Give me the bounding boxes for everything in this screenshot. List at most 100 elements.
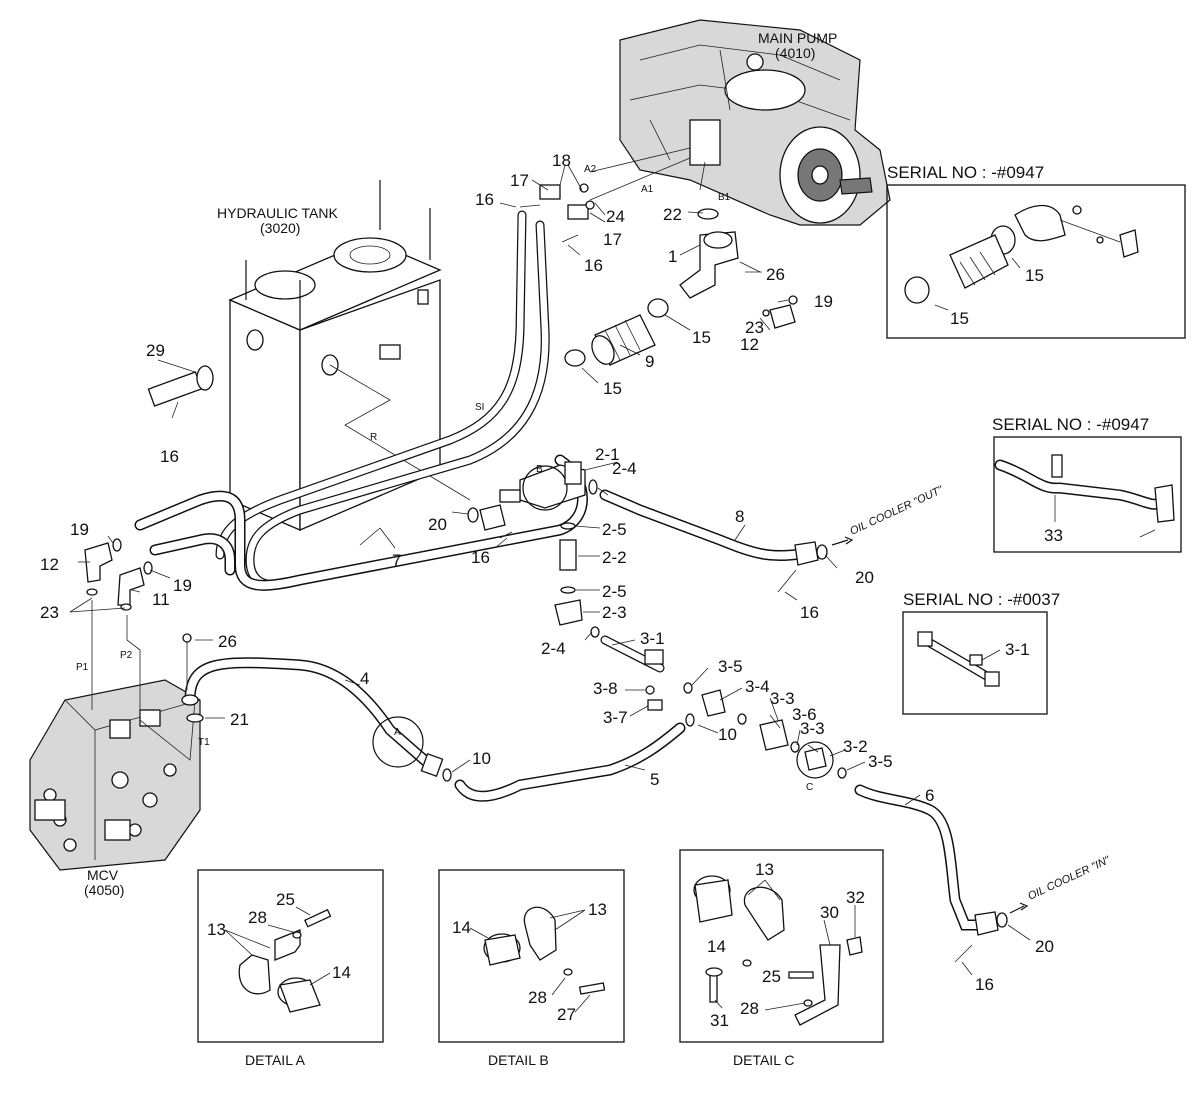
callout-19: 19 (173, 576, 192, 595)
detail-c-callout: 32 (846, 888, 865, 907)
main-pump-name: MAIN PUMP (758, 30, 837, 46)
fittings-11-12-19 (84, 538, 153, 611)
callout-23: 23 (745, 318, 764, 337)
main-pump (619, 19, 891, 226)
oil-cooler-in-label: OIL COOLER "IN" (1026, 854, 1113, 903)
callout-16: 16 (475, 190, 494, 209)
detail-b-callout: 13 (588, 900, 607, 919)
callout-2-5: 2-5 (602, 582, 627, 601)
detail-c-callout: 31 (710, 1011, 729, 1030)
callout-10: 10 (718, 725, 737, 744)
callout-16: 16 (160, 447, 179, 466)
callout-15: 15 (603, 379, 622, 398)
port-t1-label: T1 (198, 737, 210, 748)
detail-c-callout: 13 (755, 860, 774, 879)
serial-box-2-callout: 33 (1044, 526, 1063, 545)
callout-12: 12 (740, 335, 759, 354)
callout-22: 22 (663, 205, 682, 224)
detail-b-callout: 28 (528, 988, 547, 1007)
hose-8 (599, 489, 854, 593)
detail-c-box (679, 849, 884, 1043)
valve-2-1-assembly (467, 461, 600, 638)
callout-24: 24 (606, 207, 625, 226)
detail-b-title: DETAIL B (488, 1052, 549, 1068)
port-p2-label: P2 (120, 650, 133, 661)
pump-port-leaders (589, 147, 706, 201)
callout-leaders (69, 164, 1031, 976)
hose-5 (442, 713, 695, 802)
callout-3-3: 3-3 (770, 689, 795, 708)
callout-3-5: 3-5 (868, 752, 893, 771)
serial-box-1-callout: 15 (950, 309, 969, 328)
hose-6 (854, 784, 1029, 963)
callout-19: 19 (70, 520, 89, 539)
callout-18: 18 (552, 151, 571, 170)
detail-a-marker: A (394, 727, 401, 738)
callout-5: 5 (650, 770, 659, 789)
port-a2-label: A2 (584, 164, 597, 175)
pipe-4 (181, 633, 444, 778)
callout-15: 15 (692, 328, 711, 347)
callout-17: 17 (603, 230, 622, 249)
port-a1-label: A1 (641, 184, 654, 195)
main-pump-code: (4010) (775, 45, 815, 61)
callout-29: 29 (146, 341, 165, 360)
serial-box-1 (886, 184, 1186, 339)
callout-2-4: 2-4 (541, 639, 566, 658)
callout-19: 19 (814, 292, 833, 311)
callout-16: 16 (975, 975, 994, 994)
serial-box-3-callout: 3-1 (1005, 640, 1030, 659)
callout-6: 6 (925, 786, 934, 805)
callout-3-6: 3-6 (792, 705, 817, 724)
callout-9: 9 (645, 352, 654, 371)
callout-2-5: 2-5 (602, 520, 627, 539)
callout-20: 20 (855, 568, 874, 587)
callout-3-3: 3-3 (800, 719, 825, 738)
callout-2-1: 2-1 (595, 445, 620, 464)
mcv-block (29, 600, 201, 871)
pump-fittings-17-18 (519, 183, 595, 243)
detail-c-callout: 25 (762, 967, 781, 986)
callout-7: 7 (392, 551, 401, 570)
callout-1: 1 (668, 247, 677, 266)
detail-b-box (438, 869, 625, 1043)
callout-16: 16 (471, 548, 490, 567)
callout-20: 20 (1035, 937, 1054, 956)
callout-16: 16 (584, 256, 603, 275)
port-p1-label: P1 (76, 662, 89, 673)
detail-b-callout: 27 (557, 1005, 576, 1024)
callout-21: 21 (230, 710, 249, 729)
detail-a-callout: 28 (248, 908, 267, 927)
callout-numbers: 16 17 18 17 24 16 22 1 26 19 23 15 12 9 … (40, 151, 1054, 994)
callout-3-2: 3-2 (843, 737, 868, 756)
detail-c-callout: 28 (740, 999, 759, 1018)
mcv-name: MCV (87, 867, 119, 883)
detail-a-callout: 14 (332, 963, 351, 982)
fittings-3-series (600, 635, 847, 779)
mcv-code: (4050) (84, 882, 124, 898)
detail-a-box (197, 869, 384, 1043)
port-r-label: R (370, 432, 377, 443)
serial-box-1-callout: 15 (1025, 266, 1044, 285)
detail-a-callout: 25 (276, 890, 295, 909)
callout-16: 16 (800, 603, 819, 622)
oil-cooler-out-label: OIL COOLER "OUT" (848, 484, 946, 538)
callout-11: 11 (152, 590, 170, 609)
detail-b-callout: 14 (452, 918, 471, 937)
callout-8: 8 (735, 507, 744, 526)
callout-20: 20 (428, 515, 447, 534)
port-b1-label: B1 (718, 192, 731, 203)
callout-12: 12 (40, 555, 59, 574)
callout-3-7: 3-7 (603, 708, 628, 727)
detail-c-callout: 14 (707, 937, 726, 956)
callout-17: 17 (510, 171, 529, 190)
callout-2-2: 2-2 (602, 548, 627, 567)
callout-10: 10 (472, 749, 491, 768)
tank-name: HYDRAULIC TANK (217, 205, 339, 221)
callout-26: 26 (218, 632, 237, 651)
detail-c-callout: 30 (820, 903, 839, 922)
detail-b-marker: B (536, 464, 543, 475)
detail-a-callout: 13 (207, 920, 226, 939)
elbow-1 (679, 208, 761, 299)
